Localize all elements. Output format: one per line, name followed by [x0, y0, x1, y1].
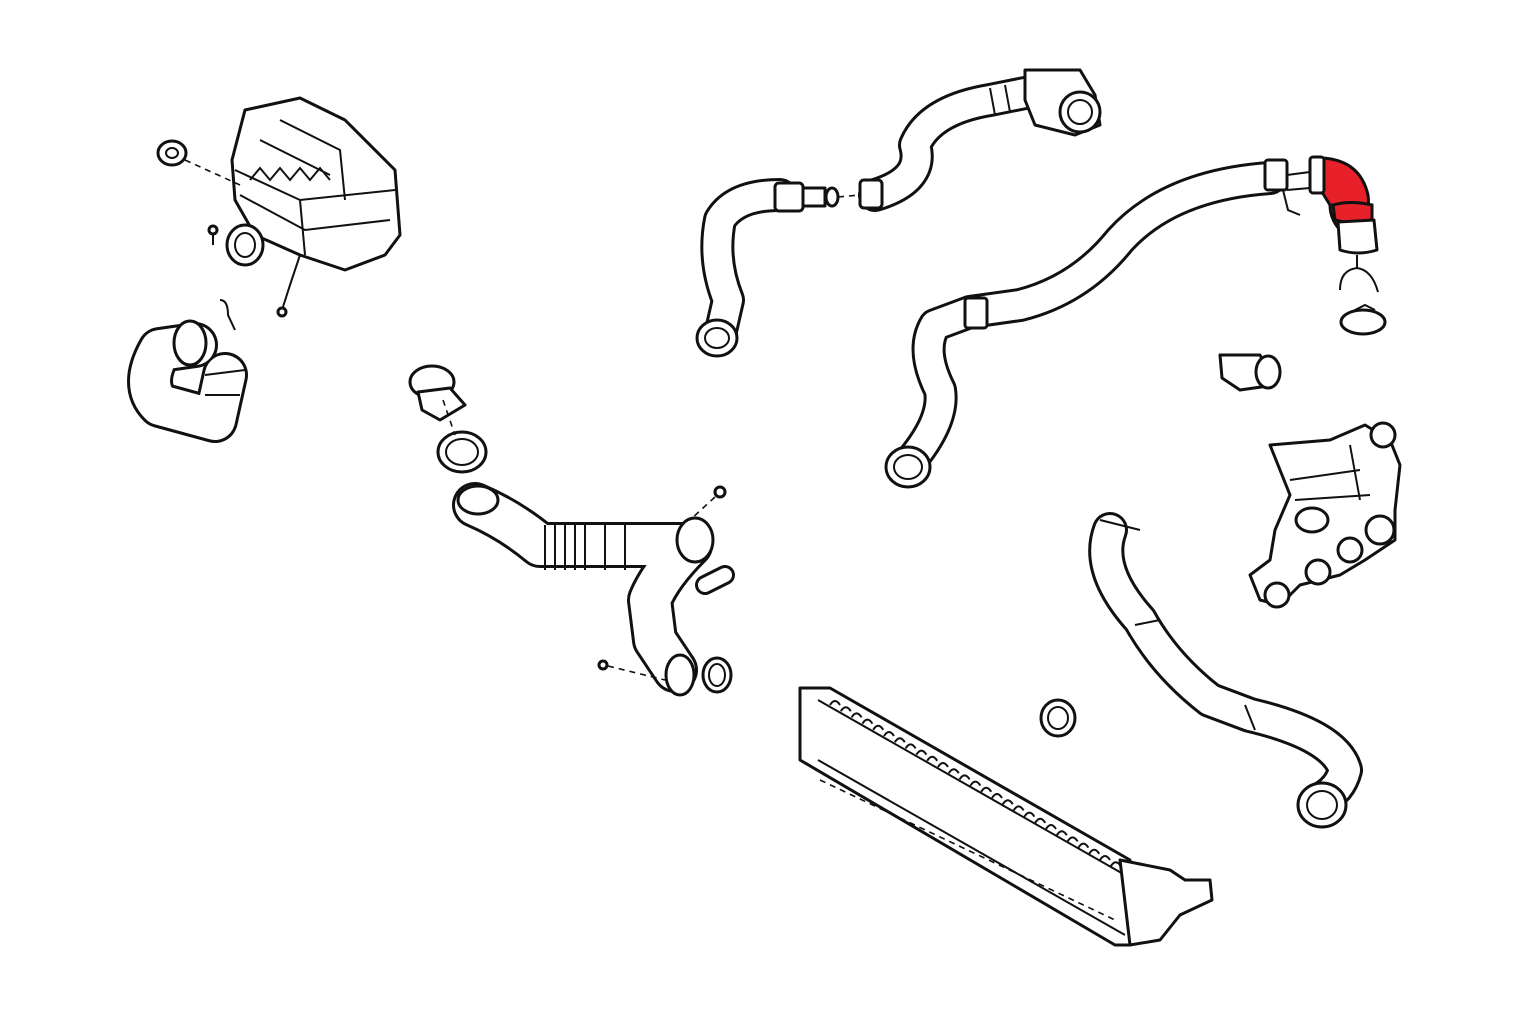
washer-small — [156, 139, 188, 167]
adapter-pipe — [1218, 353, 1282, 392]
engine-block — [207, 96, 402, 318]
hose-long-upper-right — [884, 158, 1311, 489]
dash-line — [837, 194, 861, 198]
connector-sleeve — [1336, 218, 1379, 255]
elbow-hose-highlighted[interactable] — [1308, 155, 1374, 237]
valve-housing — [1248, 421, 1402, 609]
clip — [1339, 255, 1379, 293]
hose-middle — [408, 364, 735, 697]
hose-clamp — [1339, 303, 1387, 336]
hose-upper-middle — [695, 68, 1102, 358]
dash-line — [442, 399, 716, 681]
hose-lower-right — [1088, 512, 1363, 829]
hose-lower-left — [127, 299, 248, 443]
intercooler — [798, 686, 1214, 947]
hose-clamp — [1039, 698, 1077, 738]
